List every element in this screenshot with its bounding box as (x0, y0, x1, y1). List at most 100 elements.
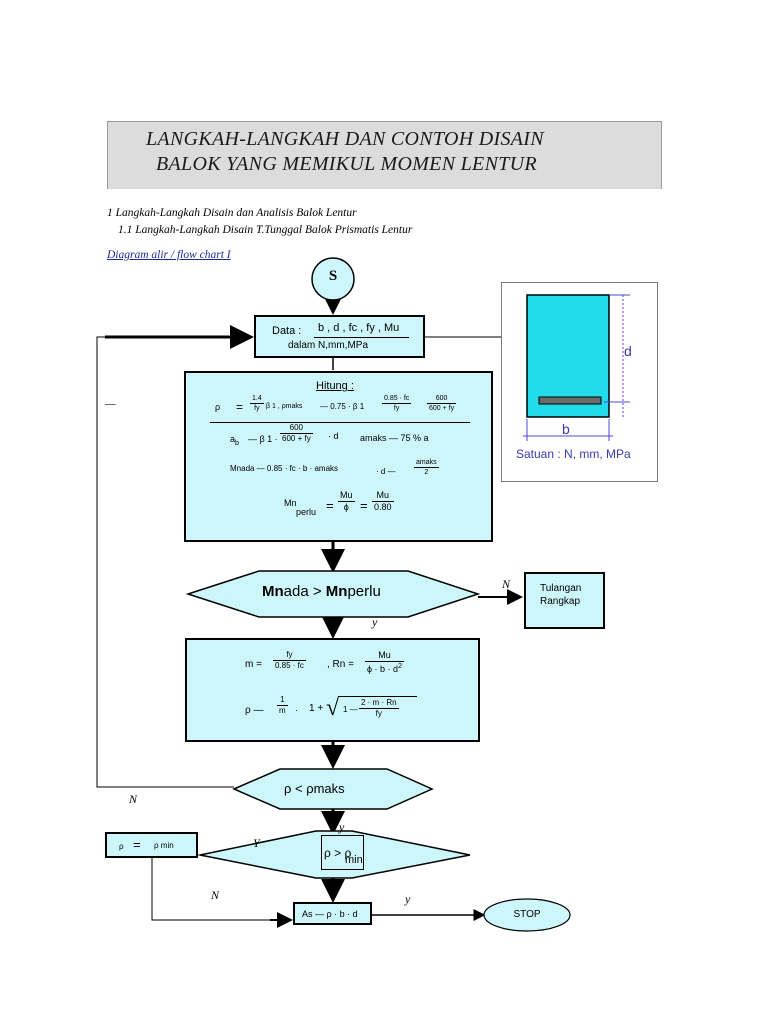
tulangan-rangkap-box: Tulangan Rangkap (524, 572, 605, 629)
label-y-3: y (405, 892, 411, 906)
beam-section-drawing (523, 294, 630, 441)
rn-frac: Mu ϕ · b · d2 (365, 651, 404, 674)
hitung-rule (210, 422, 470, 423)
stop-terminal (483, 898, 571, 932)
one-plus: 1 + (309, 703, 324, 714)
label-dash: — (105, 396, 116, 410)
mn-eq2: = (360, 498, 368, 513)
ab-label: ab (230, 435, 239, 447)
mnada-d: · d — (376, 467, 396, 476)
dec1-ada: ada > (283, 583, 326, 600)
pmin-eq: = (133, 837, 141, 852)
dec1-mn-b: Mn (325, 583, 348, 600)
rn-frac-den: ϕ · b · d2 (365, 662, 404, 674)
label-Y-3: Y (253, 836, 260, 850)
rho-min-den: fy (254, 405, 260, 412)
pmin-left: ρ (119, 842, 124, 851)
heading-1-1: 1.1 Langkah-Langkah Disain T.Tunggal Bal… (118, 224, 413, 236)
dim-d-label: d (624, 343, 632, 359)
calc-box-2: m = fy 0.85 · fc , Rn = Mu ϕ · b · d2 ρ … (185, 638, 480, 742)
ab-beta: — β 1 · (248, 434, 278, 444)
sqrt-lead: 1 — (343, 705, 358, 714)
title-line-1: LANGKAH-LANGKAH DAN CONTOH DISAIN (146, 128, 544, 150)
mn-frac2-den: 0.80 (374, 502, 392, 512)
pmaks-frac2-num: 600 (427, 395, 457, 404)
title-line-2: BALOK YANG MEMIKUL MOMEN LENTUR (156, 153, 537, 175)
ab-frac-num: 600 (280, 424, 313, 434)
heading-1: 1 Langkah-Langkah Disain dan Analisis Ba… (107, 207, 357, 219)
mn-frac1: Mu ϕ (338, 491, 355, 512)
tulangan-line1: Tulangan (540, 583, 582, 594)
rn-den-sup: 2 (398, 663, 402, 670)
data-vars: b , d , fc , fy , Mu (318, 322, 400, 334)
label-y-1: y (372, 615, 378, 629)
dim-b-label: b (562, 421, 570, 437)
line-pmin-as (151, 858, 290, 921)
rho-min-num: 1.4 (250, 395, 264, 404)
mn-frac1-den: ϕ (343, 502, 349, 512)
data-input-box: Data : b , d , fc , fy , Mu dalam N,mm,M… (254, 315, 425, 358)
ab-symbol: a (230, 434, 236, 444)
rho-min-frac: 1.4 fy (250, 395, 264, 412)
data-units: dalam N,mm,MPa (288, 340, 369, 351)
m-frac-num: fy (273, 651, 306, 661)
dec3-sub: min (345, 854, 363, 866)
ab-sub: b (235, 439, 239, 447)
mnada-frac: amaks 2 (414, 459, 439, 476)
mn-frac1-num: Mu (338, 490, 355, 502)
pmin-box: ρ = ρ min (105, 832, 198, 858)
dec3-main: ρ > ρ (324, 846, 352, 860)
start-label: S (328, 268, 338, 284)
label-n-2: N (129, 792, 138, 806)
rn-frac-num: Mu (365, 651, 404, 662)
pmaks-frac1: 0.85 · fc fy (382, 395, 412, 412)
m-eq: m = (245, 659, 262, 670)
stop-label: STOP (513, 909, 541, 920)
label-n-3: N (211, 888, 220, 902)
rho-frac-num: 1 (277, 696, 288, 706)
mn-eq1: = (326, 498, 334, 513)
as-text: As — ρ · b · d (302, 909, 358, 919)
start-terminal (311, 257, 355, 301)
ab-frac: 600 600 + fy (280, 424, 313, 443)
mn-frac2-num: Mu (372, 491, 394, 502)
decision-pmaks (232, 768, 434, 810)
rho-eq2: ρ — (245, 705, 264, 716)
beam-section-figure: d b Satuan : N, mm, MPa (501, 282, 658, 482)
rn-den-text: ϕ · b · d (367, 664, 399, 674)
dec1-perlu: perlu (347, 583, 381, 600)
diagram-link[interactable]: Diagram alir / flow chart I (107, 249, 231, 261)
ab-frac-den: 600 + fy (282, 434, 311, 443)
sqrt-frac-num: 2 · m · Rn (359, 698, 399, 709)
pmaks-coef: — 0.75 · β 1 (320, 402, 365, 411)
decision-pmaks-label: ρ < ρmaks (284, 781, 345, 796)
sqrt-frac: 2 · m · Rn fy (359, 699, 399, 718)
decision-pmin-label: ρ > ρ min (321, 835, 364, 870)
data-label: Data : (272, 325, 302, 337)
label-n-1: N (502, 577, 511, 591)
pmaks-frac1-den: fy (393, 405, 400, 412)
m-frac-den: 0.85 · fc (275, 661, 304, 670)
pmaks-frac2-den: 600 + fy (429, 405, 455, 412)
pmin-right: ρ min (154, 841, 174, 850)
m-frac: fy 0.85 · fc (273, 651, 306, 670)
as-box: As — ρ · b · d (293, 902, 372, 925)
section-caption: Satuan : N, mm, MPa (516, 447, 631, 461)
tulangan-line2: Rangkap (540, 596, 581, 607)
mnada-frac-num: amaks (414, 459, 439, 468)
ab-d: · d (328, 431, 339, 441)
sqrt-icon: √ (326, 695, 340, 721)
mn-sub: perlu (296, 507, 317, 517)
beta-pmaks: β 1 , ρmaks (266, 403, 303, 410)
hitung-box: Hitung : ρ = 1.4 fy β 1 , ρmaks — 0.75 ·… (184, 371, 493, 542)
decision-mnada-label: Mnada > Mnperlu (262, 583, 381, 600)
rho-frac: 1 m (277, 696, 288, 715)
mn-frac2: Mu 0.80 (372, 491, 394, 512)
decision-pmin (199, 830, 471, 879)
sqrt-bar (339, 696, 417, 697)
sqrt-frac-den: fy (375, 709, 382, 718)
label-y-2: y (339, 820, 345, 834)
amaks-eq: amaks — 75 % a (360, 433, 429, 443)
